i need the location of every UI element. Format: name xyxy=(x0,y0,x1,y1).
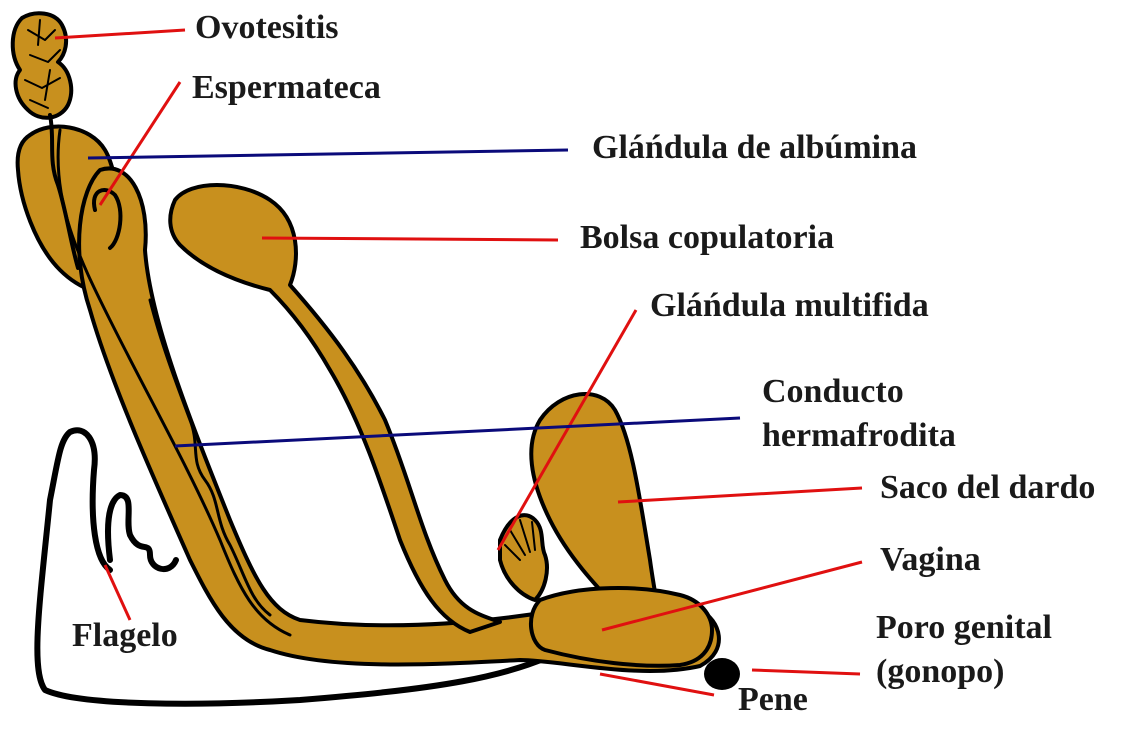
vagina xyxy=(531,588,712,666)
label-poro-line1: Poro genital xyxy=(876,608,1052,649)
label-pene: Pene xyxy=(738,680,808,721)
label-espermateca: Espermateca xyxy=(192,68,381,109)
leader-espermateca xyxy=(100,82,180,205)
label-poro-line2: (gonopo) xyxy=(876,652,1004,693)
leader-pene xyxy=(600,674,714,695)
label-glandula-albumina: Gláńdula de albúmina xyxy=(592,128,917,169)
label-vagina: Vagina xyxy=(880,540,981,581)
label-saco-dardo: Saco del dardo xyxy=(880,468,1095,509)
label-flagelo: Flagelo xyxy=(72,616,178,657)
leader-bolsa-copulatoria xyxy=(262,238,558,240)
leader-conducto xyxy=(175,418,740,446)
leader-poro xyxy=(752,670,860,674)
leader-saco-dardo xyxy=(618,488,862,502)
ovotestis xyxy=(13,13,71,118)
label-bolsa-copulatoria: Bolsa copulatoria xyxy=(580,218,834,259)
leader-ovotesitis xyxy=(55,30,185,38)
genital-pore xyxy=(704,658,740,690)
leader-flagelo xyxy=(105,565,130,620)
leader-glandula-albumina xyxy=(88,150,568,158)
label-conducto-line2: hermafrodita xyxy=(762,416,956,457)
label-glandula-multifida: Gláńdula multifida xyxy=(650,286,929,327)
label-ovotesitis: Ovotesitis xyxy=(195,8,339,49)
label-conducto-line1: Conducto xyxy=(762,372,904,413)
